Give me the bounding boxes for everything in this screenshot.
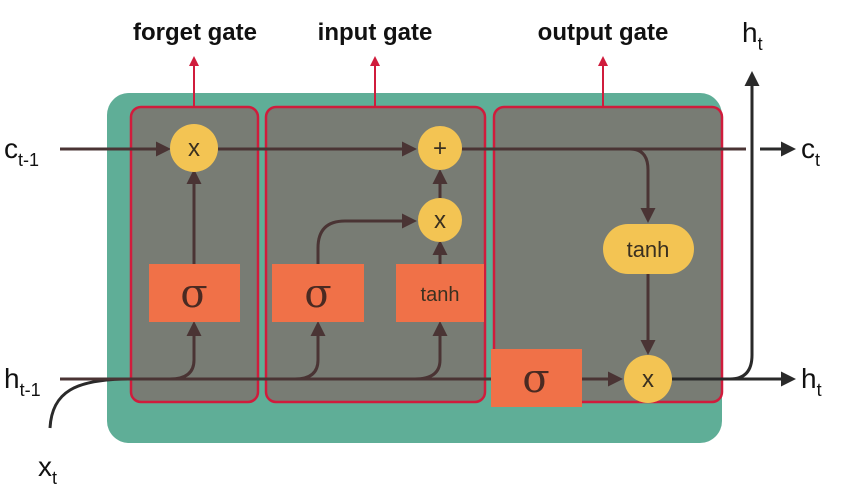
input-sigma-label: σ bbox=[304, 271, 331, 317]
output-sigma-box bbox=[491, 349, 582, 407]
output-multiply-op bbox=[624, 355, 672, 403]
input-tanh-label: tanh bbox=[421, 284, 460, 306]
c-prev-label: ct-1 bbox=[4, 133, 39, 170]
input-tanh-input bbox=[414, 321, 448, 381]
h-out-top-label: ht bbox=[742, 17, 763, 54]
input-add-label: + bbox=[433, 135, 447, 162]
h-prev-label: ht-1 bbox=[4, 363, 41, 400]
forget-sigma-box bbox=[149, 264, 240, 322]
output-tanh-op bbox=[603, 224, 694, 274]
input-gate-title: input gate bbox=[318, 19, 433, 46]
output-sigma-label: σ bbox=[522, 356, 549, 402]
forget-gate-title: forget gate bbox=[133, 19, 257, 46]
input-multiply-label: x bbox=[434, 207, 446, 234]
forget-multiply-op bbox=[170, 124, 218, 172]
output-tanh-label: tanh bbox=[627, 237, 670, 262]
input-sigma-box bbox=[272, 264, 364, 322]
forget-sigma-input bbox=[169, 321, 202, 381]
forget-sigma-label: σ bbox=[180, 271, 207, 317]
input-sigma-input bbox=[294, 321, 326, 381]
h-out-right-label: ht bbox=[801, 363, 822, 400]
input-multiply-op bbox=[418, 198, 462, 242]
output-gate-title: output gate bbox=[538, 19, 669, 46]
input-sigma-to-multiply bbox=[316, 213, 417, 264]
x-input-label: xt bbox=[38, 451, 57, 488]
input-tanh-box bbox=[396, 264, 484, 322]
c-out-label: ct bbox=[801, 133, 820, 170]
cell-to-output-tanh bbox=[629, 147, 656, 223]
hidden-state-up-line bbox=[729, 71, 760, 381]
input-add-op bbox=[418, 126, 462, 170]
forget-multiply-label: x bbox=[188, 135, 200, 162]
output-multiply-label: x bbox=[642, 366, 654, 393]
